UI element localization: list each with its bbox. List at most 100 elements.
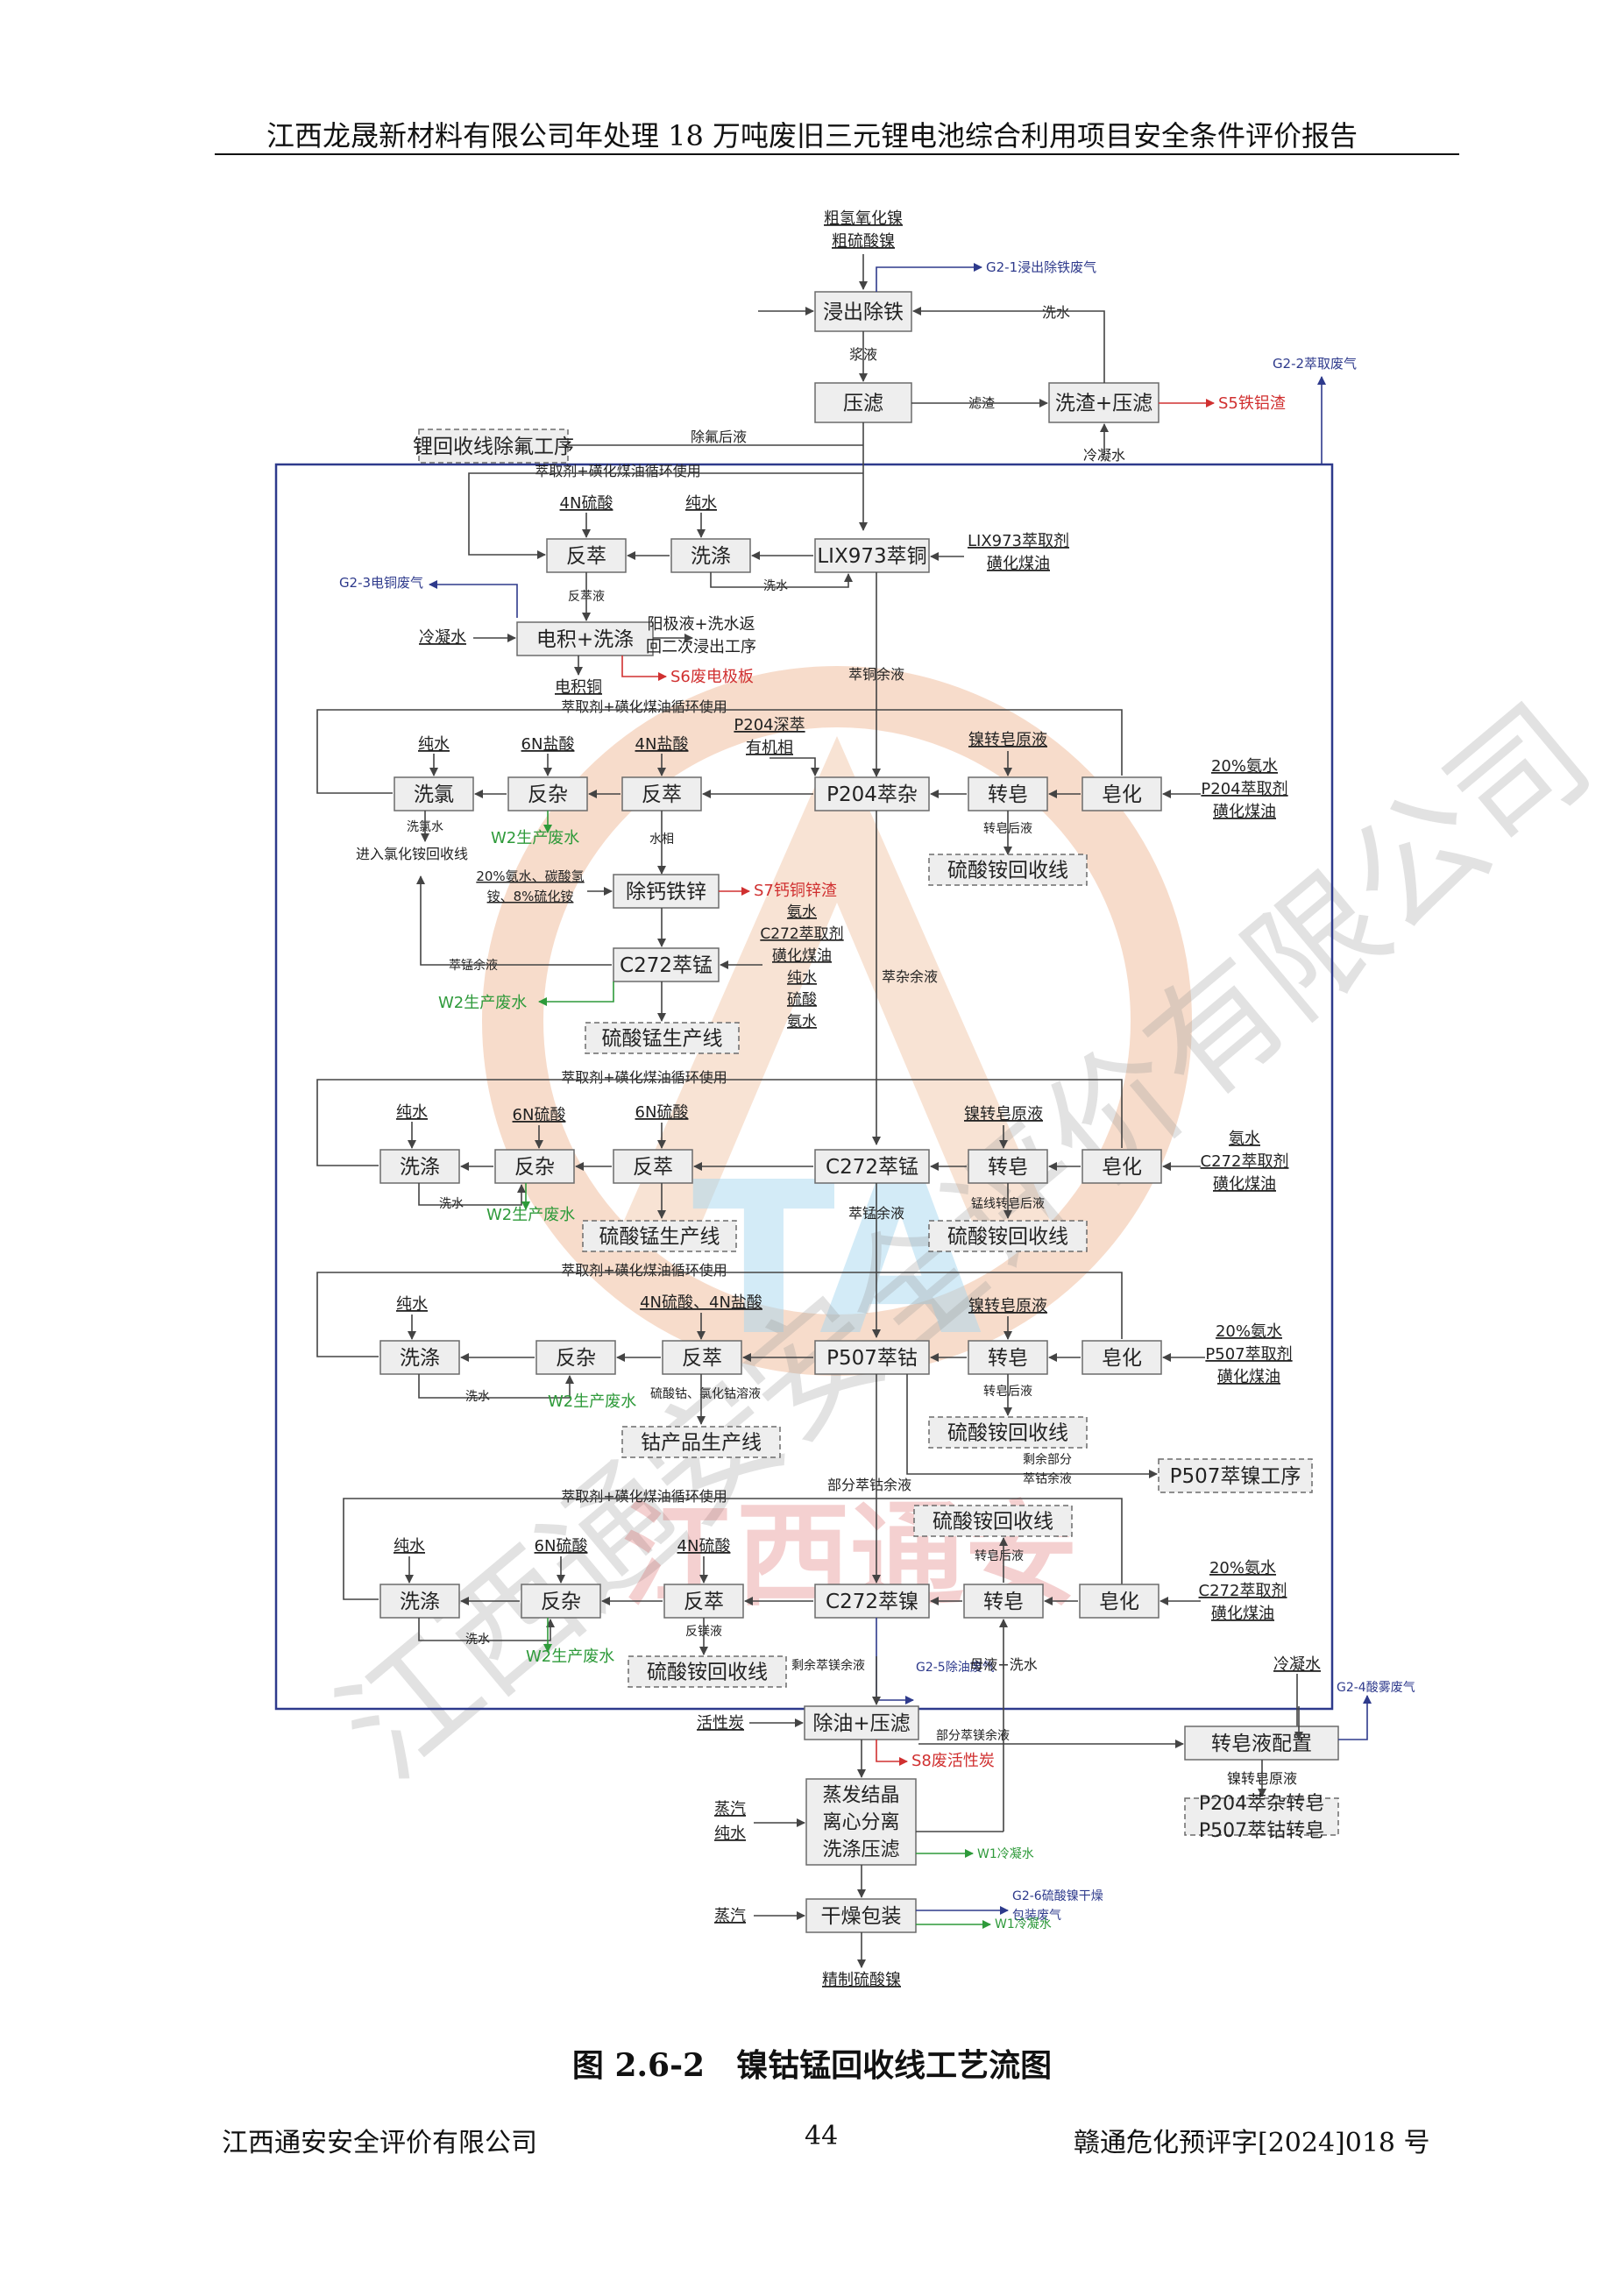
r4-ext-box-rect xyxy=(814,1584,930,1619)
cond-water2-label: 冷凝水 xyxy=(419,628,466,647)
mnsulf1-box-label: 硫酸锰生产线 xyxy=(602,1028,723,1051)
co-line-box-label: 钴产品生产线 xyxy=(641,1432,762,1455)
r1-wash-box-rect xyxy=(394,776,474,811)
r1-sap-box-rect xyxy=(1081,776,1162,811)
top-input-label: 粗氢氧化镍 xyxy=(824,209,903,228)
electro-box-rect xyxy=(516,621,654,656)
steam2-label: 蒸汽 xyxy=(714,1907,746,1925)
evap-box-label: 离心分离 xyxy=(822,1812,899,1834)
act-carbon: 活性炭 xyxy=(697,1714,744,1733)
cazn-box-rect xyxy=(613,874,720,909)
cazn-reagents: 铵、8%硫化铵 xyxy=(487,889,574,904)
r2-ext-box-rect xyxy=(814,1149,930,1184)
r3-strip-box-label: 反萃 xyxy=(682,1347,722,1370)
mnsulf2-box-label: 硫酸锰生产线 xyxy=(599,1226,720,1249)
emission-s7: S7钙铜锌渣 xyxy=(754,882,837,900)
wash-press-box-label: 洗渣+压滤 xyxy=(1055,393,1152,415)
footer-page-number: 44 xyxy=(805,2121,839,2151)
r2-reagents: C272萃取剂 xyxy=(1201,1152,1289,1171)
arrow-g24 xyxy=(1338,1695,1372,1740)
anolyte-label: 阳极液+洗水返 xyxy=(647,615,755,634)
footer-company: 江西通安安全评价有限公司 xyxy=(222,2128,537,2158)
mn1-box-rect xyxy=(613,947,720,982)
r2-strip-box-label: 反萃 xyxy=(633,1156,673,1179)
steam-label: 蒸汽 xyxy=(714,1800,746,1818)
li-line-box-rect xyxy=(418,429,569,464)
r2-strip-box-rect xyxy=(613,1149,693,1184)
r3-ammsulf-rect xyxy=(928,1416,1088,1449)
mn1-reagents: 纯水 xyxy=(787,969,817,987)
rest-co-raff: 萃钴余液 xyxy=(1023,1471,1072,1486)
r3-wash-box-rect xyxy=(379,1340,460,1375)
emission-g26: 包装废气 xyxy=(1012,1909,1061,1923)
p507ni-box-rect xyxy=(1158,1458,1313,1493)
r4-soap-box-label: 转皂 xyxy=(983,1591,1024,1613)
r2-6n: 6N硫酸 xyxy=(513,1106,566,1124)
cu-wash-box-label: 洗涤 xyxy=(691,545,731,568)
r2-ammsulf-label: 硫酸铵回收线 xyxy=(947,1226,1068,1249)
r2-wash-w: 洗水 xyxy=(439,1197,464,1211)
r3-ext-box-rect xyxy=(814,1340,930,1375)
emission-g25: G2-5除油废气 xyxy=(916,1661,995,1675)
soap-out-box-label: P204萃杂转皂 xyxy=(1199,1793,1324,1815)
line-recycle-2 xyxy=(316,1079,1123,1166)
watermark-logo-triangle xyxy=(613,736,1060,1244)
r1-reagents: P204萃取剂 xyxy=(1201,780,1287,798)
r1-ammsulf-rect xyxy=(928,854,1088,886)
cazn-reagents: 20%氨水、碳酸氢 xyxy=(476,868,584,884)
figure-caption: 图 2.6-2 镍钴锰回收线工艺流图 xyxy=(571,2047,1053,2084)
cond-water3: 冷凝水 xyxy=(1273,1655,1321,1674)
cu-back-box-rect xyxy=(546,538,627,573)
r3-strip-imp-box-label: 反杂 xyxy=(556,1347,596,1370)
r2-pure: 纯水 xyxy=(396,1103,428,1122)
imp-raffinate: 萃杂余液 xyxy=(882,968,938,985)
header-rule xyxy=(215,153,1459,155)
emission-g21: G2-1浸出除铁废气 xyxy=(986,259,1096,275)
r1-soap-box-label: 转皂 xyxy=(988,783,1028,806)
r1-strip-imp-box-rect xyxy=(507,776,588,811)
cu-cathode-label: 电积铜 xyxy=(555,678,602,697)
r4-strip-imp-box-label: 反杂 xyxy=(541,1591,581,1613)
r3-ammsulf-label: 硫酸铵回收线 xyxy=(947,1422,1068,1445)
r3-soap-raw: 镍转皂原液 xyxy=(968,1297,1047,1315)
r3-pure: 纯水 xyxy=(396,1295,428,1314)
r3-acid: 4N硫酸、4N盐酸 xyxy=(640,1293,762,1312)
r2-emission-w2: W2生产废水 xyxy=(486,1206,575,1224)
emission-w1-b: W1冷凝水 xyxy=(995,1917,1052,1931)
arrow-r3-washwater xyxy=(418,1374,574,1399)
lix-reagent-label: 磺化煤油 xyxy=(987,555,1050,573)
cu-ext-box-rect xyxy=(814,538,930,573)
washwater2-label: 洗水 xyxy=(763,579,788,593)
electro-box-label: 电积+洗涤 xyxy=(536,628,634,651)
r4-strip-box-label: 反萃 xyxy=(684,1591,724,1613)
mn1-reagents: C272萃取剂 xyxy=(760,925,843,943)
line-recycle-0 xyxy=(468,472,863,559)
cu-wash-box-rect xyxy=(670,538,751,573)
arrow-mn1-w2 xyxy=(538,981,614,1006)
r1-soap-raw: 镍转皂原液 xyxy=(968,731,1047,749)
r3-sap-box-label: 皂化 xyxy=(1102,1347,1142,1370)
r2-soap-raw: 镍转皂原液 xyxy=(964,1105,1043,1123)
evap-box-label: 蒸发结晶 xyxy=(822,1785,899,1807)
after-f-label: 除氟后液 xyxy=(691,429,747,445)
r3-reagents: 磺化煤油 xyxy=(1217,1368,1280,1386)
r4-wash-box-rect xyxy=(379,1584,460,1619)
r1-strip-box-rect xyxy=(621,776,702,811)
r2-wash-box-label: 洗涤 xyxy=(400,1156,440,1179)
r3-strip-box-rect xyxy=(662,1340,742,1375)
r1-reagents: 磺化煤油 xyxy=(1213,803,1276,821)
recycle-label-0: 萃取剂+磺化煤油循环使用 xyxy=(535,463,700,479)
r1-soap-after: 转皂后液 xyxy=(983,822,1032,836)
r4-ammsulf-top-label: 硫酸铵回收线 xyxy=(933,1511,1053,1534)
lix-reagent-label: LIX973萃取剂 xyxy=(968,532,1069,550)
part-co-raff: 部分萃钴余液 xyxy=(827,1477,911,1493)
arrow-rest-co xyxy=(906,1374,1158,1478)
r4-ammsulf-label: 硫酸铵回收线 xyxy=(647,1662,768,1684)
r1-pure-water: 纯水 xyxy=(418,735,450,754)
arrow-s8 xyxy=(876,1740,908,1766)
r2-ext-box-label: C272萃锰 xyxy=(826,1156,918,1179)
emission-s6: S6废电极板 xyxy=(670,668,754,686)
r4-soap-after-up: 转皂后液 xyxy=(975,1549,1024,1563)
